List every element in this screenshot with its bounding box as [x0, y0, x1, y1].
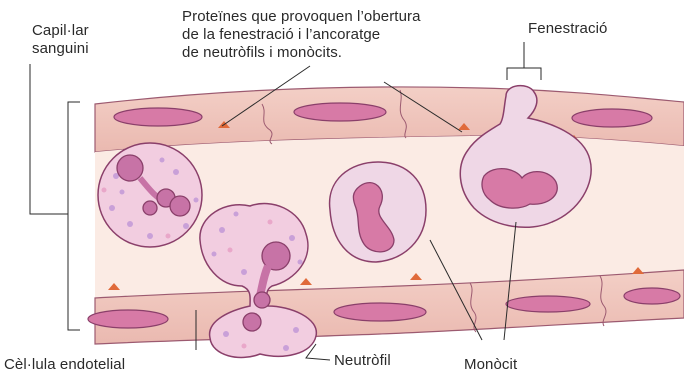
capillary-label: Capil·lar sanguini: [32, 22, 89, 58]
neutrophil-in-lumen: [98, 143, 202, 247]
capillary-bracket: [30, 64, 80, 330]
proteins-label: Proteïnes que provoquen l’obertura de la…: [182, 8, 421, 62]
neutrophil-label: Neutròfil: [334, 352, 391, 370]
monocyte-label: Monòcit: [464, 356, 517, 374]
monocyte-in-lumen: [330, 162, 426, 262]
endothelial-cell-label: Cèl·lula endotelial: [4, 356, 125, 374]
fenestration-label: Fenestració: [528, 20, 607, 38]
fenestration-bracket: [507, 42, 541, 80]
